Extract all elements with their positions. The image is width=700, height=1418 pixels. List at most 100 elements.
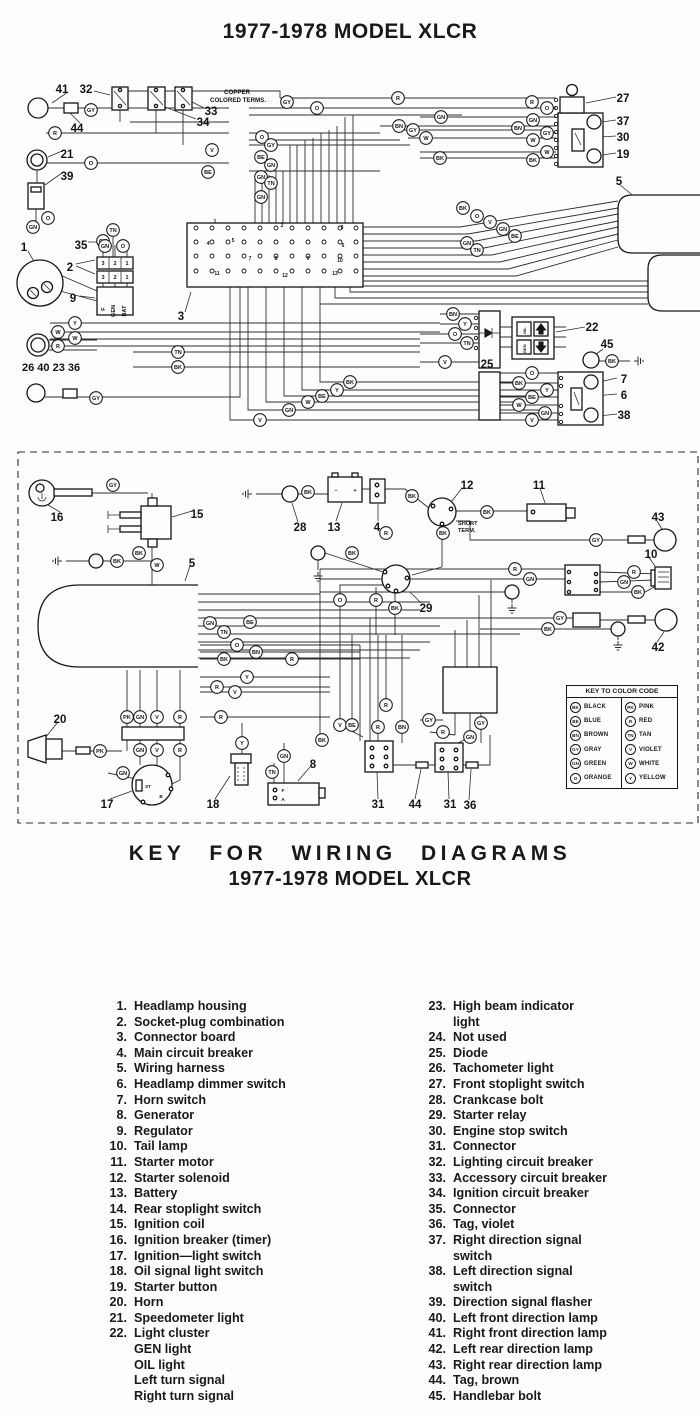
key-item: 18.Oil signal light switch bbox=[96, 1264, 286, 1280]
svg-text:R: R bbox=[53, 131, 57, 137]
color-name: TAN bbox=[639, 732, 652, 739]
horn-20 bbox=[27, 734, 91, 764]
wire-color-label: V bbox=[150, 710, 164, 724]
callout-leaders bbox=[27, 90, 665, 801]
gen-light-label: GEN bbox=[522, 344, 527, 353]
main-circuit-breaker-4 bbox=[369, 478, 386, 504]
svg-text:BN: BN bbox=[252, 650, 260, 656]
key-item: 1.Headlamp housing bbox=[96, 999, 286, 1015]
key-item: 6.Headlamp dimmer switch bbox=[96, 1077, 285, 1093]
wire-color-label: BK bbox=[605, 354, 619, 368]
key-item-continuation: switch bbox=[415, 1280, 607, 1296]
key-item: 15.Ignition coil bbox=[96, 1217, 286, 1233]
svg-text:PK: PK bbox=[123, 715, 131, 721]
svg-text:BK: BK bbox=[304, 490, 312, 496]
key-item-text: GEN light bbox=[134, 1342, 192, 1357]
svg-text:BE: BE bbox=[246, 620, 254, 626]
key-item-number: 4. bbox=[116, 1045, 127, 1060]
callout-12: 12 bbox=[461, 480, 474, 492]
svg-text:A: A bbox=[281, 797, 285, 803]
wire-color-label: Y bbox=[458, 317, 472, 331]
key-item: 44.Tag, brown bbox=[415, 1373, 607, 1389]
key-item: 17.Ignition—light switch bbox=[96, 1249, 286, 1265]
key-item-number: 30. bbox=[428, 1123, 446, 1138]
svg-text:O: O bbox=[545, 106, 550, 112]
svg-text:GN: GN bbox=[466, 735, 474, 741]
wire-color-label: V bbox=[333, 718, 347, 732]
svg-text:Y: Y bbox=[463, 322, 467, 328]
svg-text:R: R bbox=[513, 567, 517, 573]
svg-text:−: − bbox=[334, 488, 337, 494]
svg-text:R: R bbox=[215, 685, 219, 691]
wire-color-label: BK bbox=[512, 376, 526, 390]
svg-text:B: B bbox=[159, 794, 163, 799]
wire-color-label: O bbox=[470, 209, 484, 223]
callout-20: 20 bbox=[54, 714, 67, 726]
callout-41: 41 bbox=[56, 84, 69, 96]
svg-text:R: R bbox=[374, 598, 378, 604]
terminal-strip bbox=[121, 726, 185, 741]
key-item-number: 17. bbox=[109, 1248, 127, 1263]
svg-text:R: R bbox=[530, 100, 534, 106]
key-item: 26. Tachometer light bbox=[415, 1061, 607, 1077]
horn-switch-7 bbox=[583, 374, 599, 390]
svg-text:W: W bbox=[530, 138, 536, 144]
callout-38: 38 bbox=[618, 410, 631, 422]
callout-1: 1 bbox=[21, 242, 28, 254]
callout-5: 5 bbox=[616, 176, 623, 188]
key-item-text: Crankcase bolt bbox=[453, 1092, 544, 1107]
svg-text:BN: BN bbox=[514, 126, 522, 132]
svg-text:1: 1 bbox=[125, 261, 128, 267]
callout-30: 30 bbox=[617, 132, 630, 144]
key-item-text: Handlebar bolt bbox=[453, 1388, 542, 1403]
callout-31: 31 bbox=[372, 799, 385, 811]
wire-color-label: TN bbox=[264, 176, 278, 190]
wire-color-label: GN bbox=[460, 236, 474, 250]
wire-color-label: GY bbox=[280, 95, 294, 109]
wire-color-label: GY bbox=[89, 391, 103, 405]
key-item-number: 36. bbox=[428, 1217, 446, 1232]
key-item-number: 8. bbox=[116, 1108, 127, 1123]
key-item-text: Tachometer light bbox=[453, 1061, 554, 1076]
wire-color-label: O bbox=[525, 366, 539, 380]
svg-text:BK: BK bbox=[544, 627, 552, 633]
svg-text:O: O bbox=[315, 106, 320, 112]
key-item-text: Headlamp housing bbox=[134, 999, 247, 1013]
board-terminal-number: 6 bbox=[342, 243, 345, 249]
key-item-number bbox=[415, 1015, 446, 1031]
key-item-number: 18. bbox=[109, 1264, 127, 1279]
key-item-text: Ignition circuit breaker bbox=[453, 1186, 589, 1201]
callout-25: 25 bbox=[481, 359, 494, 371]
key-item-text: Engine stop switch bbox=[453, 1123, 568, 1138]
svg-text:BK: BK bbox=[348, 551, 356, 557]
wire-color-label: GN bbox=[277, 749, 291, 763]
key-item-text: Diode bbox=[453, 1045, 488, 1060]
key-item-text: Main circuit breaker bbox=[134, 1045, 253, 1060]
wire-color-label: BK bbox=[541, 622, 555, 636]
key-item-number: 26. bbox=[428, 1061, 446, 1076]
svg-text:GN: GN bbox=[29, 225, 37, 231]
board-terminal-number: 7 bbox=[249, 256, 252, 262]
right-turn-arrow-icon bbox=[535, 323, 547, 335]
svg-text:Y: Y bbox=[73, 321, 77, 327]
key-item: 27.Front stoplight switch bbox=[415, 1077, 607, 1093]
color-name: RED bbox=[639, 718, 653, 725]
wire-color-label: V bbox=[525, 413, 539, 427]
wire-color-label: Y bbox=[330, 383, 344, 397]
color-name: BLACK bbox=[584, 704, 606, 711]
svg-text:O: O bbox=[453, 332, 458, 338]
wire-color-label: W bbox=[512, 398, 526, 412]
svg-text:TN: TN bbox=[109, 228, 116, 234]
key-item-number: 3. bbox=[116, 1030, 127, 1045]
color-name: PINK bbox=[639, 704, 655, 711]
key-item-number: 21. bbox=[109, 1310, 127, 1325]
svg-text:R: R bbox=[219, 715, 223, 721]
key-item-number: 14. bbox=[109, 1201, 127, 1216]
svg-text:GY: GY bbox=[109, 483, 117, 489]
board-terminal-number: 1 bbox=[214, 219, 217, 225]
svg-text:GN: GN bbox=[463, 241, 471, 247]
svg-text:BE: BE bbox=[257, 155, 265, 161]
svg-text:BK: BK bbox=[408, 494, 416, 500]
svg-text:PK: PK bbox=[96, 749, 104, 755]
